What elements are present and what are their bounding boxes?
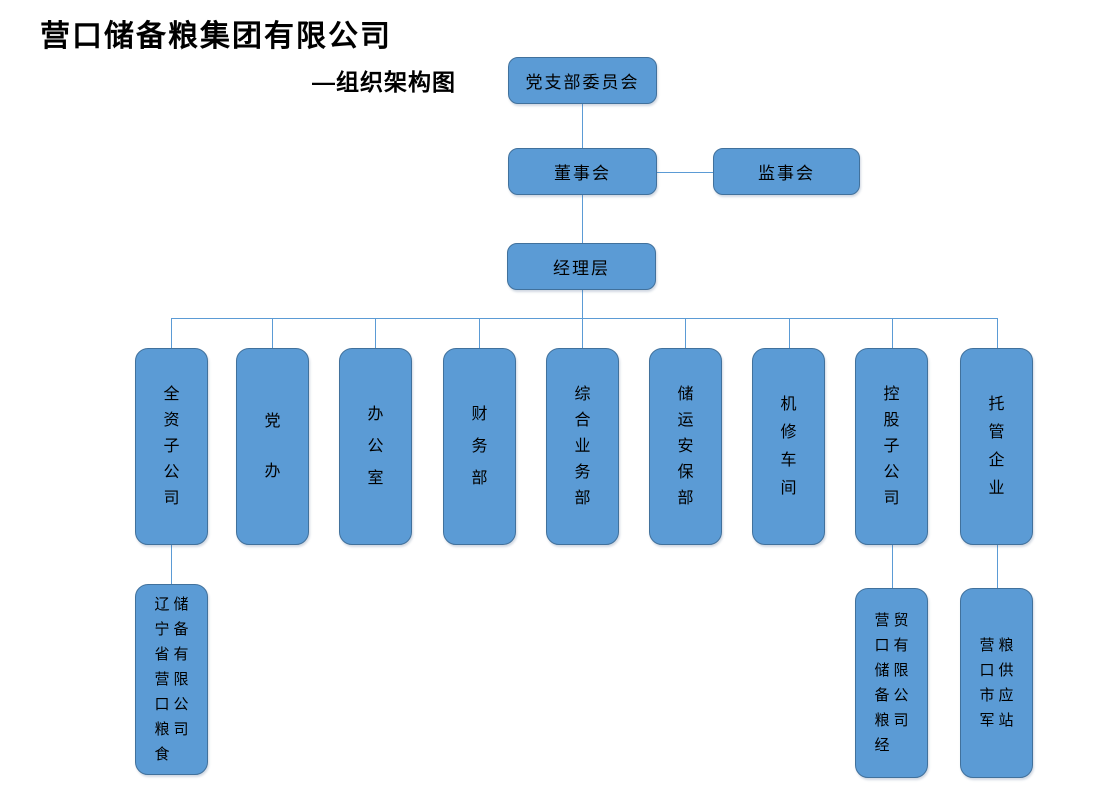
node-sub-liaoning-grain-reserve: 辽宁省营口粮食 储备有限公司 [135,584,208,775]
node-dept-comprehensive-business-label: 综合业务部 [574,385,591,507]
node-dept-machine-repair-label: 机修车间 [780,395,797,497]
node-dept-managed-enterprise: 托管企业 [960,348,1033,545]
connector-drop-7 [789,318,790,348]
connector-drop-3 [375,318,376,348]
page-title: 营口储备粮集团有限公司 [40,20,392,53]
node-dept-holding-subsidiary: 控股子公司 [855,348,928,545]
node-party-committee-label: 党支部委员会 [525,73,640,92]
node-sub-yingkou-grain-trade: 营口储备粮经 贸有限公司 [855,588,928,778]
node-dept-party-office: 党办 [236,348,309,545]
node-dept-finance-label: 财务部 [471,405,488,487]
connector-drop-8 [892,318,893,348]
connector-drop-4 [479,318,480,348]
node-sub-liaoning-grain-reserve-label: 辽宁省营口粮食 储备有限公司 [154,596,189,763]
node-dept-machine-repair: 机修车间 [752,348,825,545]
connector-board-management [582,195,583,243]
node-board-label: 董事会 [554,164,611,183]
node-sub-military-grain-station: 营口市军 粮供应站 [960,588,1033,778]
connector-drop-5 [582,318,583,348]
connector-bus [171,318,997,319]
node-dept-storage-security: 储运安保部 [649,348,722,545]
connector-drop-2 [272,318,273,348]
node-party-committee: 党支部委员会 [508,57,657,104]
node-dept-party-office-label: 党办 [264,412,281,480]
connector-board-supervisory [657,172,713,173]
node-supervisory-board-label: 监事会 [758,164,815,183]
node-supervisory-board: 监事会 [713,148,860,195]
connector-drop-1 [171,318,172,348]
node-sub-military-grain-station-label: 营口市军 粮供应站 [979,637,1014,729]
node-dept-general-office: 办公室 [339,348,412,545]
node-management-label: 经理层 [553,259,610,278]
connector-sub-3 [997,545,998,588]
connector-drop-6 [685,318,686,348]
connector-sub-2 [892,545,893,588]
connector-management-bus [582,290,583,318]
connector-party-board [582,104,583,148]
connector-drop-9 [997,318,998,348]
node-dept-holding-subsidiary-label: 控股子公司 [883,385,900,507]
node-dept-comprehensive-business: 综合业务部 [546,348,619,545]
node-management: 经理层 [507,243,656,290]
node-dept-managed-enterprise-label: 托管企业 [988,395,1005,497]
connector-sub-1 [171,545,172,584]
node-dept-wholly-owned-subsidiary-label: 全资子公司 [163,385,180,507]
page-subtitle: —组织架构图 [312,69,456,95]
node-board: 董事会 [508,148,657,195]
node-dept-storage-security-label: 储运安保部 [677,385,694,507]
node-sub-yingkou-grain-trade-label: 营口储备粮经 贸有限公司 [874,612,909,754]
node-dept-general-office-label: 办公室 [367,405,384,487]
node-dept-wholly-owned-subsidiary: 全资子公司 [135,348,208,545]
node-dept-finance: 财务部 [443,348,516,545]
